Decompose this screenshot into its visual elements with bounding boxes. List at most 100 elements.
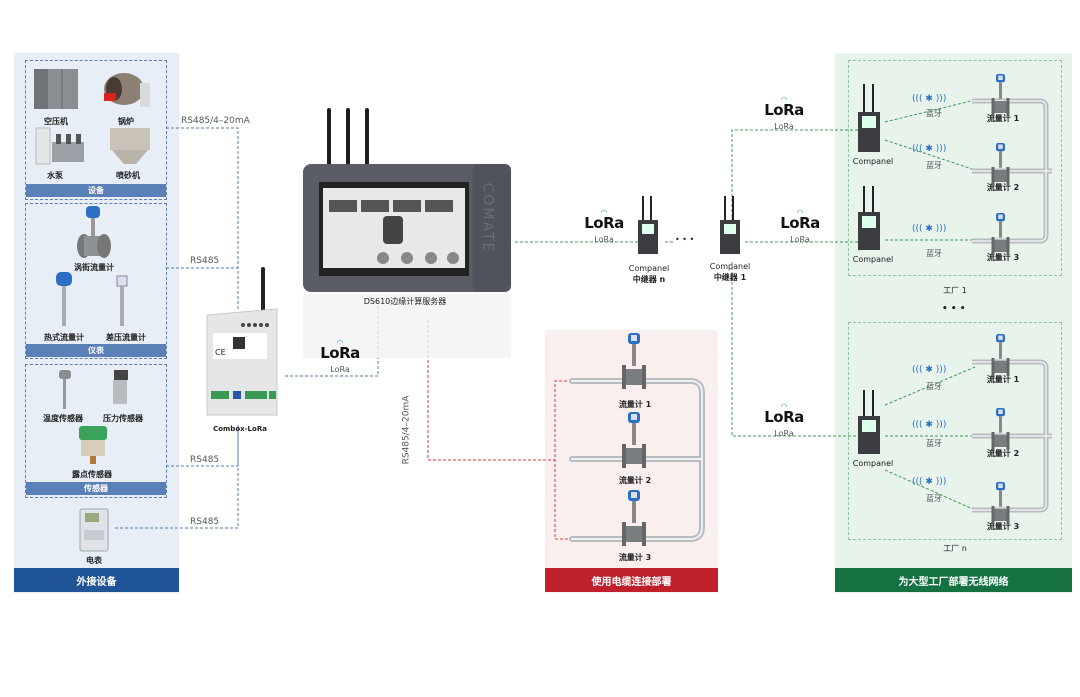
wireless-deployment-footer: 为大型工厂部署无线网络 [835, 568, 1072, 592]
cable-meter-1-label: 流量计 1 [618, 400, 652, 409]
factory-n-box [848, 322, 1062, 540]
lora-badge-top: ◠ LoRa LoRa [762, 95, 806, 132]
external-devices-footer: 外接设备 [14, 568, 179, 592]
devices-group-title: 设备 [26, 184, 166, 197]
sensors-group-title: 传感器 [26, 482, 166, 495]
cable-connection-label: RS485/4–20mA [401, 395, 412, 465]
bluetooth-label: 蓝牙 [926, 249, 942, 258]
combox-label: Combox-LoRa [213, 425, 267, 433]
vortex-flowmeter-icon [77, 206, 111, 258]
repeater-1-top-link [731, 129, 862, 222]
bluetooth-label: 蓝牙 [926, 494, 942, 503]
thermal-flowmeter-icon [56, 272, 72, 326]
devices-connection-label: RS485/4–20mA [181, 116, 250, 126]
flowmeter-icon [991, 74, 1009, 116]
repeater-1-label-1: Companel [709, 262, 751, 271]
boiler-icon [104, 73, 150, 107]
repeater-1-label-2: 中继器 1 [713, 273, 747, 282]
cable-deployment-footer: 使用电缆连接部署 [545, 568, 718, 592]
lora-waves-icon: ◠ [600, 208, 608, 217]
server-brand: COMATE [479, 182, 496, 254]
svg-text:CE: CE [215, 348, 226, 357]
lora-waves-icon: ◠ [336, 338, 344, 347]
bluetooth-icon: ((( ✱ ))) [912, 224, 947, 234]
item-thermal-flowmeter: 热式流量计 [44, 333, 84, 342]
flowmeter-icon [991, 334, 1009, 376]
ds610-edge-server [303, 108, 511, 358]
devices-link [166, 127, 239, 310]
factory-1-name: 工厂 1 [943, 286, 967, 295]
server-label: DS610边缘计算服务器 [363, 297, 447, 306]
lora-badge-bottom: ◠ LoRa LoRa [762, 402, 806, 439]
companel-gateway-fn [858, 390, 880, 454]
cable-meter-2-label: 流量计 2 [618, 476, 652, 485]
combox-lora-device: CE [206, 267, 278, 416]
fn-meter-2-label: 流量计 2 [986, 449, 1020, 458]
flowmeter-icon [622, 333, 646, 389]
sandblaster-icon [110, 128, 150, 164]
repeater-1-bottom-link [731, 262, 862, 437]
bluetooth-label: 蓝牙 [926, 109, 942, 118]
companel-repeater-1 [720, 196, 740, 254]
companel-gateway-f1-a [858, 84, 880, 152]
repeater-n-label-1: Companel [628, 264, 670, 273]
f1-meter-3-label: 流量计 3 [986, 253, 1020, 262]
gateway-f1-b-label: Companel [852, 255, 894, 264]
factory-ellipsis: • • • [942, 304, 966, 314]
f1-meter-2-label: 流量计 2 [986, 183, 1020, 192]
cable-link [427, 320, 555, 461]
bluetooth-icon: ((( ✱ ))) [912, 365, 947, 375]
cable-bus [554, 380, 572, 540]
factory-n-name: 工厂 n [943, 544, 967, 553]
air-compressor-icon [34, 69, 78, 109]
item-temperature-sensor: 温度传感器 [43, 414, 83, 423]
item-dewpoint-sensor: 露点传感器 [72, 470, 112, 479]
item-water-pump: 水泵 [47, 171, 63, 180]
bluetooth-icon: ((( ✱ ))) [912, 144, 947, 154]
item-sandblaster: 喷砂机 [116, 171, 140, 180]
sensors-group-box [25, 364, 167, 498]
fn-meter-1-label: 流量计 1 [986, 375, 1020, 384]
repeater-n-label-2: 中继器 n [632, 275, 666, 284]
water-pump-icon [35, 127, 84, 165]
dp-flowmeter-icon [116, 275, 128, 326]
flowmeter-icon [991, 213, 1009, 255]
f1-meter-1-label: 流量计 1 [986, 114, 1020, 123]
dewpoint-sensor-icon [79, 426, 107, 464]
electric-meter-icon [79, 508, 109, 552]
item-pressure-sensor: 压力传感器 [103, 414, 143, 423]
flowmeter-icon [991, 408, 1009, 450]
devices-group-box [25, 60, 167, 200]
temperature-sensor-icon [59, 370, 71, 409]
instruments-group-box [25, 203, 167, 359]
lora-waves-icon: ◠ [780, 402, 788, 411]
flowmeter-icon [622, 490, 646, 546]
factory-1-box [848, 60, 1062, 276]
repeater-ellipsis: • • • [675, 235, 695, 244]
lora-badge-combox: ◠ LoRa LoRa [318, 338, 362, 375]
instruments-group-title: 仪表 [26, 344, 166, 357]
item-dp-flowmeter: 差压流量计 [106, 333, 146, 342]
instruments-connection-label: RS485 [190, 256, 220, 266]
gateway-fn-label: Companel [852, 459, 894, 468]
lora-waves-icon: ◠ [780, 95, 788, 104]
fn-meter-3-label: 流量计 3 [986, 522, 1020, 531]
bluetooth-icon: ((( ✱ ))) [912, 477, 947, 487]
flowmeter-icon [991, 143, 1009, 185]
item-boiler: 锅炉 [118, 117, 134, 126]
pressure-sensor-icon [113, 370, 128, 404]
lora-badge-server: ◠ LoRa LoRa [582, 208, 626, 245]
item-air-compressor: 空压机 [44, 117, 68, 126]
bluetooth-icon: ((( ✱ ))) [912, 420, 947, 430]
cable-meter-3-label: 流量计 3 [618, 553, 652, 562]
flowmeter-icon [991, 482, 1009, 524]
flowmeter-icon [622, 412, 646, 468]
item-vortex-flowmeter: 涡街流量计 [74, 263, 114, 272]
bluetooth-label: 蓝牙 [926, 439, 942, 448]
item-electric-meter: 电表 [86, 556, 102, 565]
bluetooth-label: 蓝牙 [926, 382, 942, 391]
bluetooth-label: 蓝牙 [926, 161, 942, 170]
lora-badge-middle: ◠ LoRa LoRa [778, 209, 822, 245]
meter-link [115, 425, 239, 529]
